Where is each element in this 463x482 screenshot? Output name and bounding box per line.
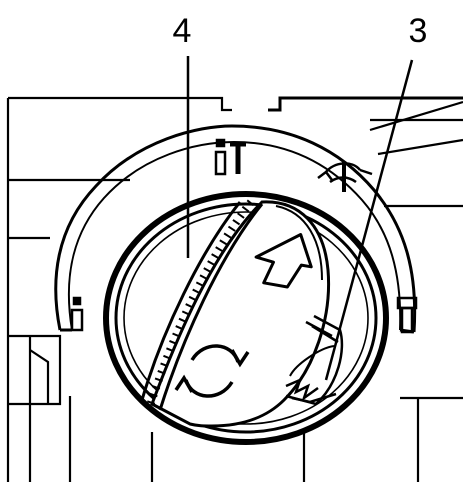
leader-line-3 (324, 59, 414, 381)
chisel-icon (396, 296, 418, 334)
release-button[interactable] (285, 314, 344, 406)
drill-icon (70, 296, 84, 332)
chisel-adjust-icon (317, 162, 373, 192)
rotate-arrows-icon (174, 344, 250, 398)
leader-lines (186, 56, 414, 381)
knob-bezel (103, 191, 389, 445)
hammer-drill-icon (214, 138, 246, 176)
arrow-up-icon (254, 233, 313, 289)
housing-outline (6, 96, 463, 482)
callout-label-4: 4 (173, 12, 192, 50)
callout-label-3: 3 (409, 12, 428, 50)
